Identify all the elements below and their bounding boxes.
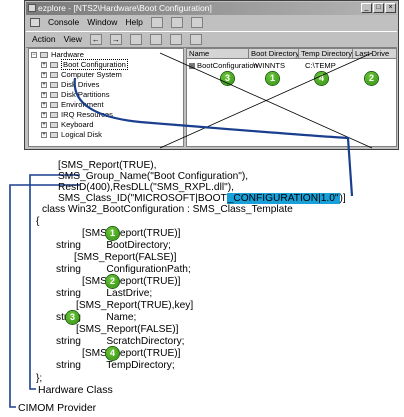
- folder-icon: [50, 92, 58, 98]
- maximize-button[interactable]: □: [373, 3, 384, 13]
- new-window-icon[interactable]: [150, 17, 163, 28]
- badge-boot-directory: 1: [106, 227, 119, 240]
- explorer-window: ezplore - [NTS2\Hardware\Boot Configurat…: [24, 0, 399, 150]
- expand-icon[interactable]: +: [41, 92, 47, 98]
- folder-icon: [50, 72, 58, 78]
- tree-pane[interactable]: −Hardware +Boot Configuration +Computer …: [28, 48, 184, 147]
- badge-temp-directory: 4: [106, 347, 119, 360]
- expand-icon[interactable]: +: [41, 102, 47, 108]
- console-icon: [30, 18, 40, 27]
- menu-action[interactable]: Action: [32, 34, 56, 44]
- expand-icon[interactable]: +: [41, 82, 47, 88]
- up-folder-icon[interactable]: [129, 34, 142, 45]
- hardware-class-bracket: [29, 174, 80, 390]
- folder-icon: [50, 102, 58, 108]
- tree-item[interactable]: +Logical Disk: [41, 130, 102, 139]
- collapse-icon[interactable]: −: [31, 52, 37, 58]
- badge-name: 3: [66, 311, 79, 324]
- tree-item[interactable]: +Keyboard: [41, 120, 94, 129]
- badge-last-drive-column: 2: [365, 72, 378, 85]
- menu-view[interactable]: View: [63, 34, 82, 44]
- app-icon: [28, 4, 36, 12]
- properties-icon[interactable]: [149, 34, 162, 45]
- menu-console[interactable]: Console: [48, 17, 80, 27]
- tree-item[interactable]: −Hardware: [31, 50, 84, 59]
- tree-item-selected[interactable]: +Boot Configuration: [41, 59, 128, 70]
- folder-icon: [50, 122, 58, 128]
- folder-icon: [50, 82, 58, 88]
- badge-temp-directory-column: 4: [315, 72, 328, 85]
- window-title: ezplore - [NTS2\Hardware\Boot Configurat…: [38, 3, 212, 13]
- caption-cimom-provider: CIMOM Provider: [18, 402, 97, 414]
- folder-icon: [50, 112, 58, 118]
- tree-item[interactable]: +Computer System: [41, 70, 122, 79]
- close-button[interactable]: ×: [385, 3, 396, 13]
- column-header-last-drive[interactable]: Last Drive: [353, 49, 396, 59]
- folder-icon: [50, 132, 58, 138]
- menu-bar: Console Window Help: [26, 16, 397, 29]
- caption-hardware-class: Hardware Class: [38, 384, 113, 396]
- results-pane[interactable]: Name Boot Directory Temp Directory Last …: [186, 48, 397, 147]
- instance-icon: [189, 63, 195, 69]
- tree-item[interactable]: +Disk Drives: [41, 80, 100, 89]
- expand-icon[interactable]: +: [41, 132, 47, 138]
- cell-temp-directory: C:\TEMP: [305, 61, 336, 70]
- menu-help[interactable]: Help: [125, 17, 143, 27]
- column-header-name[interactable]: Name: [187, 49, 249, 59]
- tree-item[interactable]: +Disk Partitions: [41, 90, 110, 99]
- expand-icon[interactable]: +: [41, 62, 47, 68]
- badge-last-drive: 2: [106, 275, 119, 288]
- cell-name[interactable]: BootConfiguration: [189, 61, 258, 70]
- column-header-temp-directory[interactable]: Temp Directory: [299, 49, 353, 59]
- cimom-provider-bracket: [9, 184, 58, 408]
- badge-boot-directory-column: 1: [266, 72, 279, 85]
- tool-bar: Action View ← →: [26, 31, 397, 48]
- tree-item[interactable]: +Environment: [41, 100, 104, 109]
- back-icon[interactable]: ←: [89, 34, 102, 45]
- expand-icon[interactable]: +: [41, 122, 47, 128]
- folder-icon: [40, 52, 48, 58]
- forward-icon[interactable]: →: [109, 34, 122, 45]
- minimize-button[interactable]: _: [361, 3, 372, 13]
- save-icon[interactable]: [170, 17, 183, 28]
- cell-boot-directory: \WINNTS: [253, 61, 286, 70]
- tile-icon[interactable]: [190, 17, 203, 28]
- refresh-icon[interactable]: [169, 34, 182, 45]
- window-titlebar: ezplore - [NTS2\Hardware\Boot Configurat…: [26, 2, 397, 15]
- blue-connector-curve: [73, 77, 354, 197]
- folder-icon: [50, 62, 58, 68]
- export-icon[interactable]: [189, 34, 202, 45]
- expand-icon[interactable]: +: [41, 112, 47, 118]
- menu-window[interactable]: Window: [87, 17, 118, 27]
- column-header-boot-directory[interactable]: Boot Directory: [249, 49, 299, 59]
- expand-icon[interactable]: +: [41, 72, 47, 78]
- diagonal-line-b: [159, 52, 373, 149]
- tree-item[interactable]: +IRQ Resources: [41, 110, 113, 119]
